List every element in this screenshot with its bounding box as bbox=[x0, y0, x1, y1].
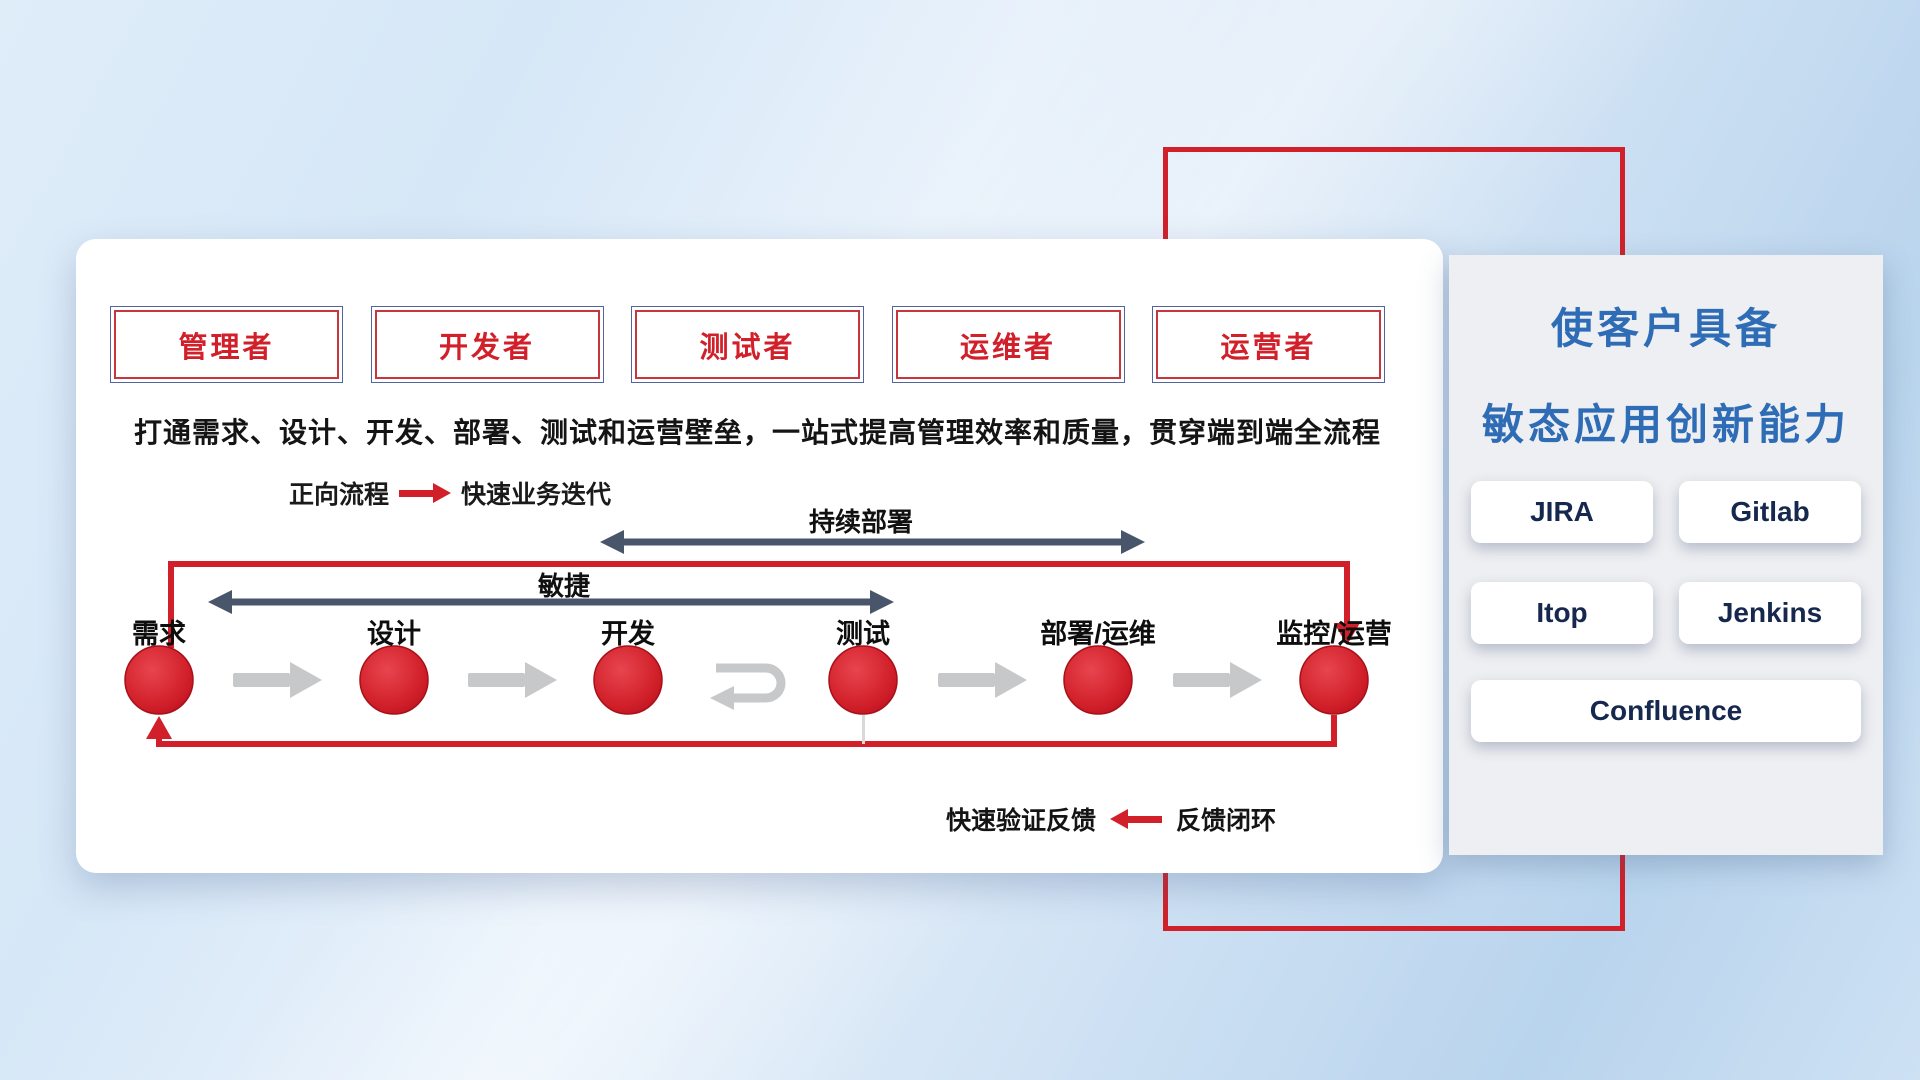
role-label-ops: 运维者 bbox=[895, 310, 1121, 379]
flow-node-development bbox=[593, 645, 663, 715]
node-label-deploy-ops: 部署/运维 bbox=[1040, 619, 1156, 649]
tool-gitlab: Gitlab bbox=[1679, 481, 1861, 543]
feedback-legend-desc: 快速验证反馈 bbox=[946, 807, 1097, 835]
role-box-operator: 运营者 bbox=[1152, 306, 1385, 383]
panel-title-line1: 使客户具备 bbox=[1550, 305, 1781, 352]
feedback-loop-line bbox=[156, 715, 1337, 747]
test-feedback-connector bbox=[862, 715, 865, 744]
role-box-manager: 管理者 bbox=[110, 306, 343, 383]
role-label-manager: 管理者 bbox=[114, 310, 339, 379]
panel-title-line2: 敏态应用创新能力 bbox=[1481, 401, 1850, 448]
feedback-loop-arrowhead bbox=[146, 716, 172, 739]
continuous-deployment-label: 持续部署 bbox=[808, 507, 914, 537]
feedback-legend-label: 反馈闭环 bbox=[1176, 807, 1277, 835]
node-label-testing: 测试 bbox=[836, 619, 890, 649]
capability-panel: 使客户具备 敏态应用创新能力 JIRA Gitlab Itop Jenkins … bbox=[1449, 255, 1883, 855]
agile-arrow bbox=[208, 590, 894, 614]
subtitle: 打通需求、设计、开发、部署、测试和运营壁垒，一站式提高管理效率和质量，贯穿端到端… bbox=[134, 417, 1382, 448]
roles-row: 管理者 开发者 测试者 运维者 运营者 bbox=[110, 306, 1385, 383]
role-label-tester: 测试者 bbox=[635, 310, 860, 379]
forward-flow-line bbox=[168, 561, 1350, 648]
forward-flow-arrowhead bbox=[1334, 623, 1360, 645]
forward-flow-legend-desc: 快速业务迭代 bbox=[461, 481, 612, 509]
flow-node-design bbox=[359, 645, 429, 715]
process-arrow-3 bbox=[938, 662, 1027, 698]
role-label-operator: 运营者 bbox=[1156, 310, 1381, 379]
flow-node-testing bbox=[828, 645, 898, 715]
node-label-requirements: 需求 bbox=[132, 619, 186, 649]
node-label-design: 设计 bbox=[367, 619, 421, 649]
continuous-deployment-arrow bbox=[600, 530, 1145, 554]
flow-diagram-canvas bbox=[124, 530, 1369, 747]
flow-node-deploy-ops bbox=[1063, 645, 1133, 715]
right-arrow-icon bbox=[399, 483, 452, 503]
iteration-loop-icon bbox=[710, 663, 786, 710]
process-arrow-2 bbox=[468, 662, 557, 698]
process-arrow-4 bbox=[1173, 662, 1262, 698]
role-box-ops: 运维者 bbox=[891, 306, 1125, 383]
role-box-tester: 测试者 bbox=[631, 306, 864, 383]
process-arrow-1 bbox=[233, 662, 322, 698]
tool-jira: JIRA bbox=[1471, 481, 1653, 543]
node-label-development: 开发 bbox=[601, 619, 655, 649]
flow-node-requirements bbox=[124, 645, 194, 715]
role-label-developer: 开发者 bbox=[374, 310, 600, 379]
forward-flow-legend-label: 正向流程 bbox=[289, 481, 390, 509]
feedback-loop-legend: 快速验证反馈 反馈闭环 bbox=[946, 801, 1276, 837]
node-label-monitor-ops: 监控/运营 bbox=[1276, 619, 1392, 649]
left-arrow-icon bbox=[1110, 809, 1163, 829]
devops-flow-card: 管理者 开发者 测试者 运维者 运营者 打通需求、设计、开发、部署、测试和运营壁… bbox=[76, 239, 1443, 873]
flow-node-monitor-ops bbox=[1299, 645, 1369, 715]
agile-label: 敏捷 bbox=[537, 571, 591, 601]
tool-jenkins: Jenkins bbox=[1679, 582, 1861, 644]
tool-confluence: Confluence bbox=[1471, 680, 1861, 742]
tool-itop: Itop bbox=[1471, 582, 1653, 644]
role-box-developer: 开发者 bbox=[370, 306, 604, 383]
forward-flow-legend: 正向流程 快速业务迭代 bbox=[289, 475, 611, 511]
